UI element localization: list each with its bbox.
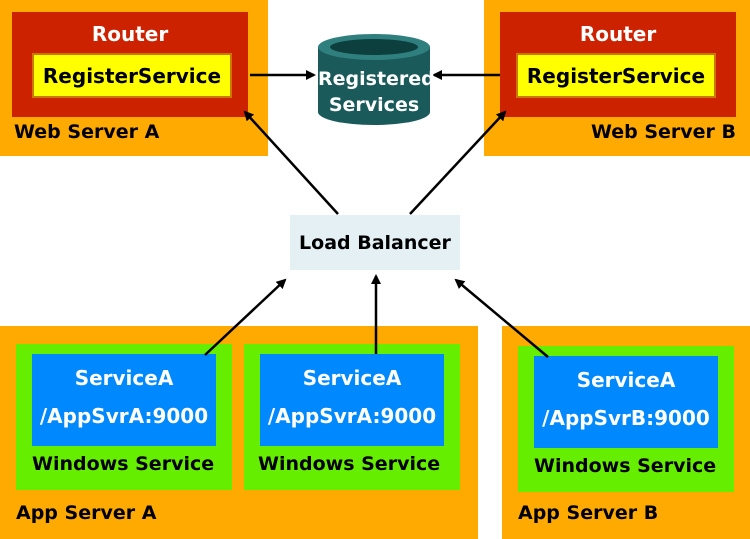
service-name-a2: ServiceA <box>302 366 402 390</box>
windows-service-label-b1: Windows Service <box>534 455 717 477</box>
arrow-svc-a1-to-lb <box>204 278 287 356</box>
service-name-a1: ServiceA <box>74 366 174 390</box>
registered-services-label: Registered Services <box>318 66 435 118</box>
web-server-b-label: Web Server B <box>590 121 736 143</box>
app-server-b-label: App Server B <box>518 502 659 524</box>
registered-label-line1: Registered <box>318 68 435 90</box>
arrow-lb-to-web-a <box>243 110 339 215</box>
web-server-a-label: Web Server A <box>14 121 160 143</box>
windows-service-label-a1: Windows Service <box>32 453 215 475</box>
register-service-b: RegisterService <box>516 53 716 98</box>
service-box-b1: ServiceA /AppSvrB:9000 <box>534 356 718 448</box>
arrow-svc-b1-to-lb <box>454 278 549 358</box>
service-path-a2: /AppSvrA:9000 <box>267 404 437 428</box>
service-path-b1: /AppSvrB:9000 <box>542 406 710 430</box>
load-balancer: Load Balancer <box>290 215 460 270</box>
windows-service-label-a2: Windows Service <box>258 453 441 475</box>
arrow-lb-to-web-b <box>409 110 507 215</box>
router-a-label: Router <box>91 22 169 46</box>
service-path-a1: /AppSvrA:9000 <box>39 404 209 428</box>
registered-services-database <box>318 34 430 125</box>
service-box-a2: ServiceA /AppSvrA:9000 <box>260 354 444 446</box>
service-box-a1: ServiceA /AppSvrA:9000 <box>32 354 216 446</box>
app-server-a-label: App Server A <box>16 502 157 524</box>
router-b-label: Router <box>579 22 657 46</box>
register-service-a: RegisterService <box>32 53 232 98</box>
registered-label-line2: Services <box>328 94 420 116</box>
service-name-b1: ServiceA <box>576 368 676 392</box>
